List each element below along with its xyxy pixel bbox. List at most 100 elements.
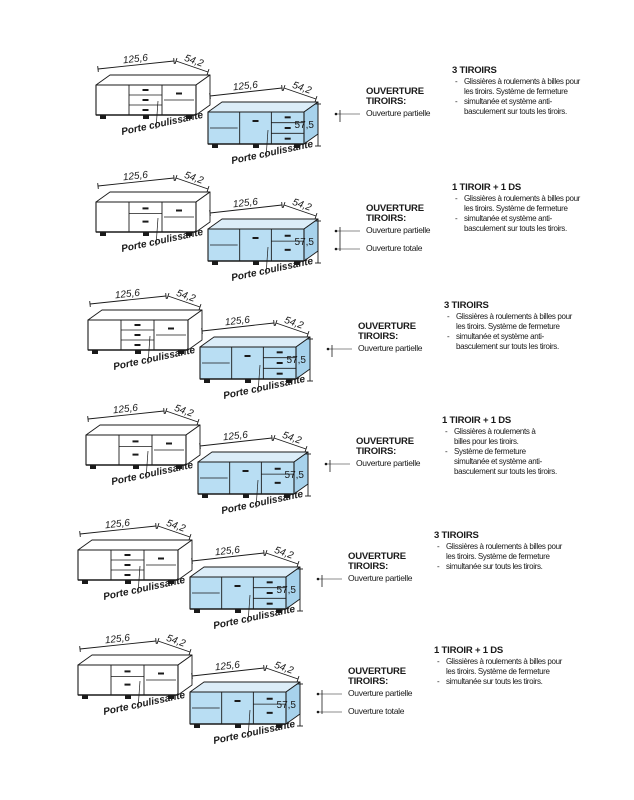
- cabinet-foot: [135, 350, 141, 354]
- leader-line: [247, 594, 251, 624]
- dimension-tick: [273, 319, 275, 327]
- cabinet-foot: [286, 379, 292, 383]
- dimension-tick: [196, 419, 200, 425]
- dimension-line: [97, 177, 175, 187]
- depth-dimension: 54,2: [282, 80, 318, 102]
- cabinet-top: [207, 101, 319, 113]
- dimension-line: [201, 322, 275, 332]
- cabinet-foot: [212, 261, 218, 265]
- spec-title: 1 TIROIR + 1 DS: [434, 645, 504, 656]
- dimension-tick: [263, 549, 265, 557]
- cabinet-open-view: [189, 566, 301, 613]
- drawer-handle: [142, 89, 149, 91]
- dimension-line: [273, 437, 307, 450]
- leader-line: [155, 217, 159, 247]
- cabinet-foot: [125, 695, 131, 699]
- opening-item: Ouverture partielle: [366, 225, 431, 235]
- cabinet-foot: [245, 379, 251, 383]
- spec-title: 3 TIROIRS: [444, 300, 489, 311]
- drawer-handle: [142, 207, 149, 210]
- cabinet-top: [189, 681, 301, 693]
- dimension-tick: [209, 209, 211, 217]
- cabinet-foot: [235, 724, 241, 728]
- leader-line: [137, 680, 141, 710]
- leader-line: [255, 479, 259, 509]
- door-handle: [176, 92, 182, 95]
- dimension-tick: [198, 304, 202, 310]
- dimension-tick: [314, 213, 318, 219]
- opening-title-line: OUVERTURE: [348, 551, 406, 562]
- spec-line: Glissières à roulements à billes pour: [452, 194, 592, 204]
- cabinet-foot: [178, 350, 184, 354]
- drawer-handle: [132, 440, 139, 443]
- cabinet-foot: [168, 695, 174, 699]
- cabinet-open-view: [199, 336, 311, 383]
- cabinet-open-view: [197, 451, 309, 498]
- dimension-tick: [79, 530, 81, 538]
- height-dimension-label: 57,5: [277, 700, 297, 711]
- door-handle: [124, 683, 131, 686]
- width-dimension: 125,6: [87, 403, 165, 423]
- cabinet-closed-view: [77, 654, 193, 699]
- dimension-tick: [199, 442, 201, 450]
- dimension-tick: [174, 58, 178, 64]
- dimension-tick: [264, 550, 268, 556]
- dimension-line: [265, 552, 299, 565]
- cabinet-foot: [176, 465, 182, 469]
- cabinet-closed-view: [95, 74, 211, 119]
- depth-dimension: 54,2: [166, 288, 202, 310]
- dimension-line: [209, 204, 283, 214]
- dimension-line: [167, 295, 201, 308]
- spec-line: simultanée et système anti-: [454, 457, 542, 466]
- dimension-tick: [191, 557, 193, 565]
- cabinet-open-view: [207, 101, 319, 148]
- leader-line: [145, 450, 149, 480]
- cabinet-foot: [143, 232, 149, 236]
- spec-title: 1 TIROIR + 1 DS: [452, 182, 522, 193]
- drawer-handle: [124, 564, 131, 566]
- spec-block: 3 TIROIRSGlissières à roulements à bille…: [434, 530, 574, 572]
- cabinet-foot: [100, 115, 106, 119]
- cabinet-closed-view: [87, 309, 203, 354]
- width-dimension-label: 125,6: [122, 53, 148, 67]
- dimension-tick: [156, 638, 160, 644]
- spec-line: les tiroirs. Système de fermeture: [446, 667, 550, 676]
- cabinet-top: [95, 74, 211, 86]
- opening-item: Ouverture totale: [366, 243, 423, 253]
- dimension-line: [275, 322, 309, 335]
- cabinet-top: [199, 336, 311, 348]
- dimension-tick: [281, 84, 283, 92]
- cabinet-foot: [204, 379, 210, 383]
- width-dimension: 125,6: [209, 197, 283, 217]
- dimension-tick: [191, 672, 193, 680]
- opening-title-line: TIROIRS:: [366, 213, 407, 224]
- width-dimension-label: 125,6: [112, 403, 138, 417]
- width-dimension: 125,6: [79, 518, 157, 538]
- depth-dimension: 54,2: [156, 518, 192, 540]
- spec-block: 1 TIROIR + 1 DSGlissières à roulements à…: [452, 182, 592, 234]
- cabinet-foot: [82, 580, 88, 584]
- drawer-handle: [276, 372, 283, 375]
- width-dimension: 125,6: [79, 633, 157, 653]
- dimension-line: [87, 410, 165, 420]
- dimension-tick: [264, 665, 268, 671]
- dimension-line: [265, 667, 299, 680]
- width-dimension-label: 125,6: [104, 518, 130, 532]
- dimension-tick: [296, 676, 300, 682]
- dimension-tick: [156, 523, 160, 529]
- drawer-handle: [124, 670, 131, 673]
- dimension-line: [79, 640, 157, 650]
- dimension-tick: [188, 534, 192, 540]
- opening-title-line: TIROIRS:: [356, 446, 397, 457]
- cabinet-foot: [92, 350, 98, 354]
- depth-dimension: 54,2: [174, 170, 210, 192]
- height-dimension-label: 57,5: [295, 237, 315, 248]
- opening-title-line: OUVERTURE: [348, 666, 406, 677]
